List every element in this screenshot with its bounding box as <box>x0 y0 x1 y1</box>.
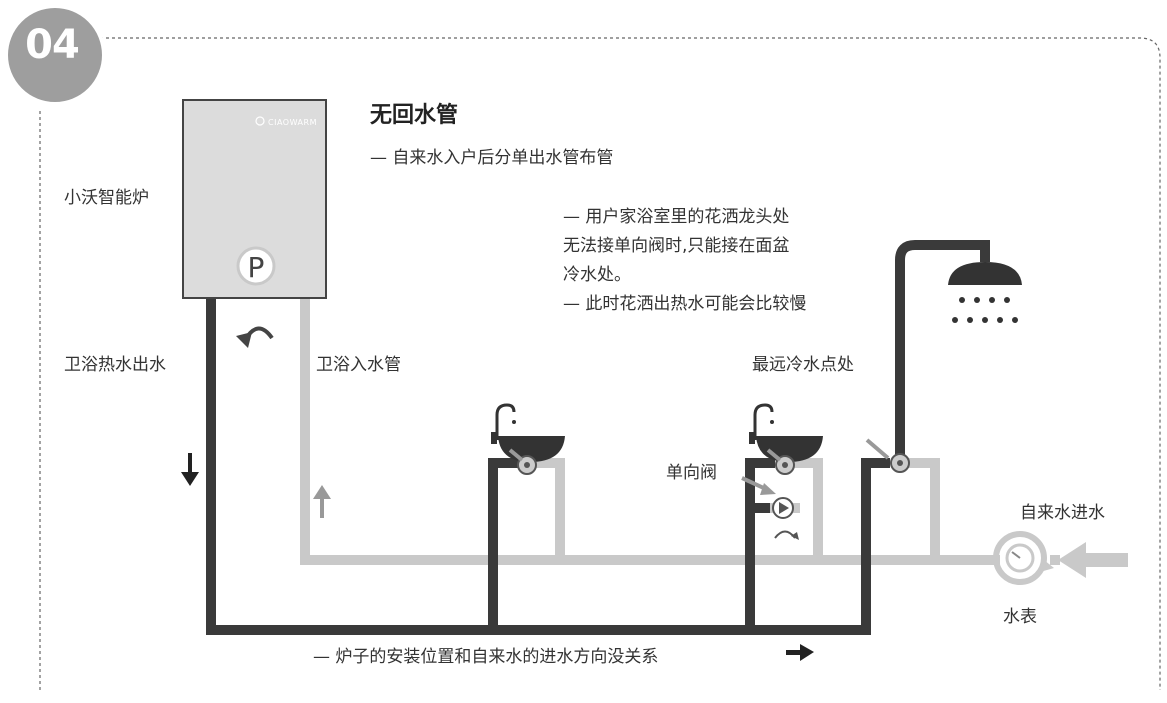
boiler-brand: CIAOWARM <box>268 118 317 127</box>
note-line: 冷水处。 <box>563 265 631 285</box>
section-number: 04 <box>25 22 80 68</box>
section-badge <box>4 4 106 106</box>
note-line: — 此时花洒出热水可能会比较慢 <box>563 294 807 314</box>
shower-valve-icon <box>865 438 910 473</box>
basin-2-icon <box>749 403 823 475</box>
water-meter-icon <box>993 531 1054 585</box>
farthest-cold-point-label: 最远冷水点处 <box>752 355 854 375</box>
hot-outlet-label: 卫浴热水出水 <box>64 355 166 375</box>
check-valve-icon <box>772 497 799 540</box>
diagram-title: 无回水管 <box>370 103 459 128</box>
shower-head-icon <box>948 262 1022 323</box>
bottom-note-arrow-icon <box>786 644 814 661</box>
pump-symbol: P <box>248 251 265 284</box>
basin-1-icon <box>491 403 565 475</box>
check-valve-pointer-arrow <box>741 476 776 495</box>
pump-icon <box>236 246 276 286</box>
water-inlet-label: 自来水进水 <box>1020 503 1105 523</box>
return-inlet-label: 卫浴入水管 <box>316 355 401 375</box>
diagram-subtitle: — 自来水入户后分单出水管布管 <box>370 148 614 168</box>
inlet-arrow-icon <box>1058 542 1128 578</box>
boiler-label: 小沃智能炉 <box>64 188 149 208</box>
cold-flow-up-arrow-icon <box>313 485 331 518</box>
dashed-frame <box>39 37 1161 690</box>
water-meter-label: 水表 <box>1003 607 1037 627</box>
bottom-note: — 炉子的安装位置和自来水的进水方向没关系 <box>313 647 659 667</box>
note-line: — 用户家浴室里的花洒龙头处 <box>563 207 790 227</box>
note-line: 无法接单向阀时,只能接在面盆 <box>563 236 790 256</box>
shower-note: — 用户家浴室里的花洒龙头处 无法接单向阀时,只能接在面盆 冷水处。 — 此时花… <box>563 203 806 319</box>
hot-flow-down-arrow-icon <box>181 453 199 486</box>
check-valve-label: 单向阀 <box>666 463 717 483</box>
brand-logo-icon <box>255 116 265 126</box>
